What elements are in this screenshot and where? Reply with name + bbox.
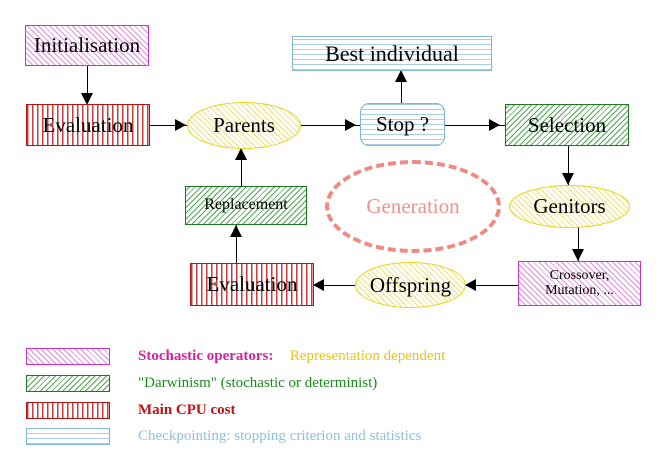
legend-text-cpu: Main CPU cost xyxy=(138,402,236,419)
stop-label: Stop ? xyxy=(375,112,430,137)
node-selection[interactable]: Selection xyxy=(505,104,629,146)
node-evaluation-bottom[interactable]: Evaluation xyxy=(190,263,314,306)
node-parents[interactable]: Parents xyxy=(187,102,301,149)
connector-parents-to-stop xyxy=(300,125,360,126)
legend-row-stochastic: Stochastic operators: Representation dep… xyxy=(26,348,445,365)
connector-stop-to-best xyxy=(401,70,402,103)
connector-selection-to-genitors xyxy=(568,145,569,185)
legend-text-darwinism: "Darwinism" (stochastic or determinist) xyxy=(138,375,377,392)
selection-label: Selection xyxy=(527,112,607,137)
connector-stop-to-selection xyxy=(444,125,505,126)
node-initialisation[interactable]: Initialisation xyxy=(25,25,149,66)
arrowhead-eval-to-parents xyxy=(175,119,186,131)
arrowhead-parents-to-stop xyxy=(345,119,356,131)
node-genitors[interactable]: Genitors xyxy=(509,185,630,228)
connector-init-to-eval xyxy=(87,65,88,95)
arrowhead-init-to-eval xyxy=(81,93,93,105)
legend-text-stochastic: Stochastic operators: Representation dep… xyxy=(138,348,445,365)
evaluation-bottom-label: Evaluation xyxy=(206,272,298,297)
arrowhead-genitors-to-crossover xyxy=(572,249,584,261)
crossover-label-line2: Mutation, ... xyxy=(545,282,614,298)
legend-swatch-green-icon xyxy=(26,375,110,392)
legend-swatch-red-icon xyxy=(26,402,110,419)
node-stop[interactable]: Stop ? xyxy=(360,103,445,146)
evaluation-top-label: Evaluation xyxy=(42,112,134,137)
connector-offspring-to-eval xyxy=(313,285,356,286)
crossover-label-line1: Crossover, xyxy=(549,267,610,283)
node-offspring[interactable]: Offspring xyxy=(355,262,466,308)
generation-label: Generation xyxy=(366,194,460,218)
parents-label: Parents xyxy=(213,113,275,138)
connector-eval-to-parents xyxy=(149,125,187,126)
node-replacement[interactable]: Replacement xyxy=(185,186,307,225)
replacement-label: Replacement xyxy=(204,196,288,214)
legend-checkpointing-primary: Checkpointing: stopping criterion and st… xyxy=(138,428,422,444)
arrowhead-replacement-to-parents xyxy=(235,148,247,160)
legend-row-darwinism: "Darwinism" (stochastic or determinist) xyxy=(26,375,377,392)
legend-darwinism-primary: "Darwinism" (stochastic or determinist) xyxy=(138,375,378,391)
legend-cpu-primary: Main CPU cost xyxy=(138,402,236,418)
arrowhead-stop-to-best xyxy=(395,70,407,82)
offspring-label: Offspring xyxy=(369,272,452,297)
legend-row-cpu: Main CPU cost xyxy=(26,402,236,419)
legend-row-checkpointing: Checkpointing: stopping criterion and st… xyxy=(26,428,421,445)
connector-eval-to-replacement xyxy=(236,225,237,263)
arrowhead-selection-to-genitors xyxy=(562,173,574,185)
node-evaluation-top[interactable]: Evaluation xyxy=(26,104,150,146)
legend-stochastic-primary: Stochastic operators: xyxy=(138,348,274,364)
legend-stochastic-secondary: Representation dependent xyxy=(289,348,446,364)
best-individual-label: Best individual xyxy=(325,40,459,66)
arrowhead-crossover-to-offspring xyxy=(465,279,476,291)
connector-replacement-to-parents xyxy=(241,148,242,186)
legend-text-checkpointing: Checkpointing: stopping criterion and st… xyxy=(138,428,421,445)
initialisation-label: Initialisation xyxy=(33,33,141,58)
legend-swatch-blue-icon xyxy=(26,428,110,445)
genitors-label: Genitors xyxy=(533,194,606,219)
connector-genitors-to-crossover xyxy=(578,227,579,261)
generation-annotation: Generation xyxy=(325,160,501,253)
node-crossover-mutation[interactable]: Crossover, Mutation, ... xyxy=(518,261,641,306)
arrowhead-stop-to-selection xyxy=(489,119,500,131)
arrowhead-eval-to-replacement xyxy=(230,225,242,237)
arrowhead-offspring-to-eval xyxy=(313,279,324,291)
legend-swatch-magenta-icon xyxy=(26,348,110,365)
connector-crossover-to-offspring xyxy=(465,285,518,286)
node-best-individual[interactable]: Best individual xyxy=(292,36,492,71)
